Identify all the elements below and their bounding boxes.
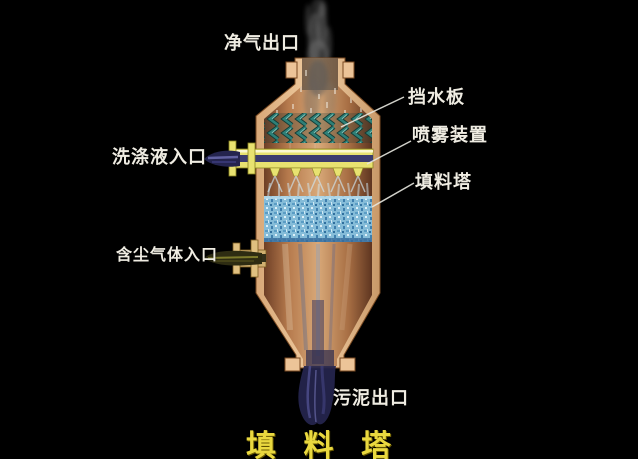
leader-packing-bed	[371, 182, 415, 208]
spray-nozzles	[267, 167, 366, 193]
pipe-flange-wall	[247, 142, 256, 175]
leader-lines	[340, 96, 415, 208]
sludge-stream	[298, 365, 336, 426]
label-packing-bed: 填料塔	[415, 172, 472, 192]
dusty-gas-stream	[204, 250, 262, 266]
leader-spray-device	[366, 140, 412, 165]
packing-bed	[264, 196, 372, 242]
label-clean-gas-outlet: 净气出口	[224, 33, 300, 53]
top-flange-left	[285, 61, 298, 79]
bottom-flange-left	[284, 357, 301, 372]
pipe-liquid-core	[232, 155, 373, 162]
label-sludge-outlet: 污泥出口	[333, 388, 409, 408]
label-dusty-gas-inlet: 含尘气体入口	[116, 247, 219, 264]
washing-liquid-stream	[204, 150, 240, 167]
water-baffle-chevrons	[264, 113, 372, 143]
label-spray-device: 喷雾装置	[412, 125, 488, 145]
page-title: 填 料 塔	[246, 430, 401, 459]
label-washing-liquid-inlet: 洗涤液入口	[112, 147, 207, 167]
label-water-baffle: 挡水板	[408, 87, 465, 107]
top-flange-right	[342, 61, 355, 79]
lower-interior-streaks	[282, 243, 353, 366]
leader-water-baffle	[340, 96, 405, 128]
mist-streaks	[289, 143, 341, 149]
bottom-flange-right	[339, 357, 356, 372]
falling-droplets	[276, 70, 362, 115]
water-curtain	[267, 182, 369, 198]
neck-smoke	[304, 60, 336, 122]
